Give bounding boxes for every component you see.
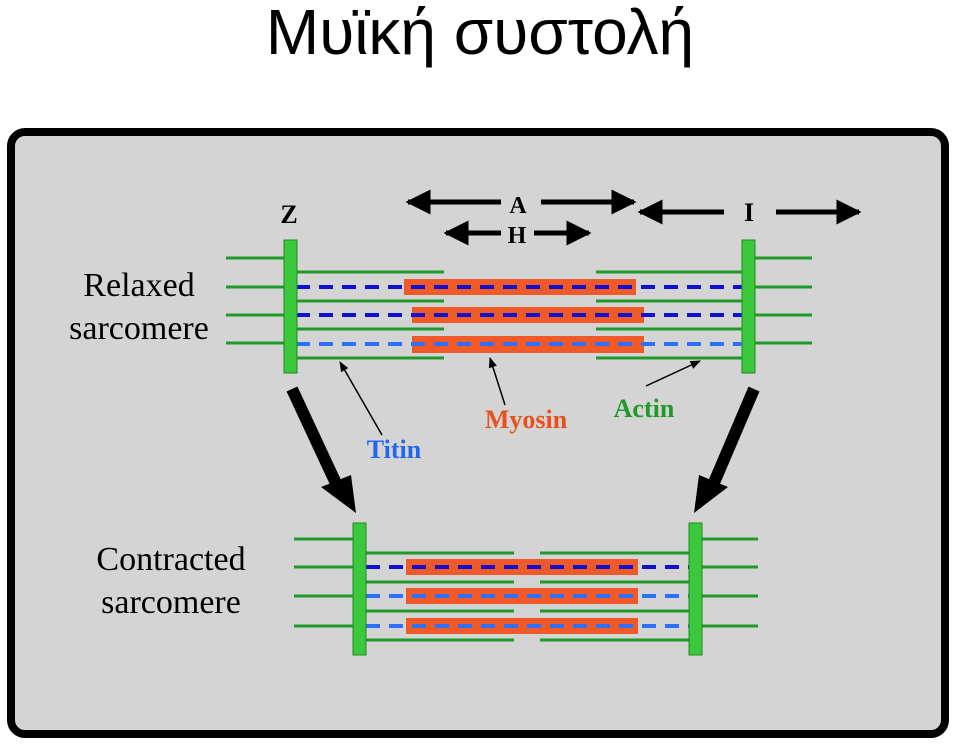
- actin-label: Actin: [614, 394, 675, 423]
- i-band-label: I: [744, 198, 754, 227]
- relaxed-sarcomere: [226, 239, 812, 374]
- contraction-arrow-right: [694, 386, 760, 513]
- contracted-label-line1: Contracted: [96, 541, 245, 578]
- titin-label: Titin: [367, 435, 422, 464]
- contracted-label-line2: sarcomere: [101, 584, 241, 621]
- z-disc-right: [688, 522, 703, 656]
- slide-title: Μυϊκή συστολή: [265, 0, 695, 68]
- myosin-filament: [406, 588, 638, 604]
- myosin-pointer: [488, 356, 506, 406]
- relaxed-label-line1: Relaxed: [83, 267, 194, 304]
- z-disc-left: [352, 522, 367, 656]
- panel-background: [7, 128, 949, 738]
- h-zone-label: H: [508, 223, 527, 249]
- actin-pointer: [645, 360, 701, 387]
- titin-pointer: [339, 361, 383, 436]
- z-disc-right: [741, 239, 756, 374]
- z-disc-left: [283, 239, 298, 374]
- myosin-filament: [404, 279, 636, 295]
- z-label: Z: [280, 200, 297, 229]
- myosin-filament: [406, 559, 638, 575]
- a-band-label: A: [509, 193, 527, 219]
- myosin-filament: [406, 618, 638, 634]
- contracted-sarcomere: [294, 522, 758, 656]
- sarcomere-diagram-panel: Z A H I Relaxed sarcomere Contracted sar…: [7, 128, 949, 738]
- contraction-arrow-left: [286, 386, 356, 513]
- myosin-label: Myosin: [485, 405, 568, 434]
- relaxed-label-line2: sarcomere: [69, 310, 209, 347]
